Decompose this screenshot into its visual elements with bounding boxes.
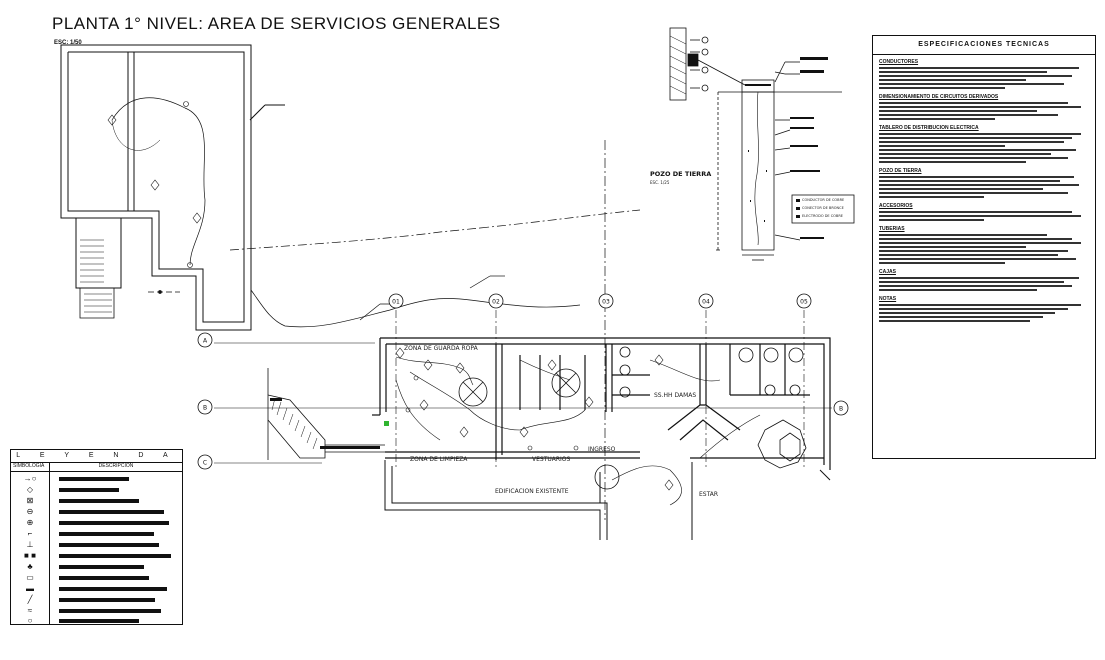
axis-bubble-a (197, 332, 213, 348)
legend-symbol-icon: ≈ (27, 606, 33, 615)
spec-heading: DIMENSIONAMIENTO DE CIRCUITOS DERIVADOS (879, 94, 999, 100)
legend-symbol-icon: ⊠ (26, 496, 34, 505)
pozo-detail (669, 27, 855, 261)
spec-heading: POZO DE TIERRA (879, 168, 922, 174)
scale-label: ESC: 1/50 (54, 40, 82, 46)
axis-bubble-03 (598, 293, 614, 309)
room-ingreso: INGRESO (588, 446, 616, 453)
legend-header: SIMBOLOGIA DESCRIPCION (11, 462, 182, 472)
pozo-title: POZO DE TIERRA (650, 170, 711, 178)
lower-plan-walls (372, 337, 831, 470)
spec-section-accesorios: ACCESORIOS (879, 203, 1089, 221)
legend-row: ♣ (11, 562, 182, 572)
stair-lower (267, 368, 385, 460)
specs-title: ESPECIFICACIONES TECNICAS (873, 36, 1095, 55)
pozo-legend-2: CONECTOR DE BRONCE (802, 206, 844, 210)
spec-heading: NOTAS (879, 296, 897, 302)
axis-label-a: A (203, 338, 208, 345)
axis-label-01: 01 (392, 299, 400, 306)
spec-heading: CAJAS (879, 269, 896, 275)
axis-label-03: 03 (602, 299, 610, 306)
legend-symbol-icon: ⊖ (26, 507, 34, 516)
legend-row: ▭ (11, 573, 182, 583)
legend-row: ╱ (11, 595, 182, 605)
legend-title: L E Y E N D A (11, 450, 182, 463)
spec-section-tuberias: TUBERIAS (879, 226, 1089, 264)
grid-axes (214, 310, 832, 470)
room-edificacion-existente: EDIFICACION EXISTENTE (495, 488, 569, 495)
axis-bubble-b-right (833, 400, 849, 416)
upper-building (60, 44, 285, 331)
legend-col-symbol: SIMBOLOGIA (13, 463, 45, 469)
room-zona-limpieza: ZONA DE LIMPIEZA (410, 456, 468, 463)
axis-label-02: 02 (492, 299, 500, 306)
legend-row: ⊖ (11, 507, 182, 517)
axis-label-c: C (203, 460, 207, 467)
legend-symbol-icon: ⌐ (27, 529, 33, 538)
spec-heading: CONDUCTORES (879, 59, 919, 65)
legend-symbol-icon: ╱ (27, 595, 33, 604)
legend-symbol-icon: ▬ (26, 584, 34, 593)
pozo-legend-3: ELECTRODO DE COBRE (802, 214, 843, 218)
spec-section-notas: NOTAS (879, 296, 1089, 322)
specs-body: CONDUCTORES DIMENSIONAMIENTO DE CIRCUITO… (879, 58, 1089, 454)
room-ss-hh-damas: SS.HH DAMAS (654, 392, 696, 399)
spec-heading: ACCESORIOS (879, 203, 913, 209)
room-zona-guardarropa: ZONA DE GUARDA ROPA (404, 345, 479, 352)
legend-row: ≈ (11, 606, 182, 616)
axis-bubble-c (197, 454, 213, 470)
spec-heading: TABLERO DE DISTRIBUCION ELECTRICA (879, 125, 979, 131)
page-title: PLANTA 1° NIVEL: AREA DE SERVICIOS GENER… (52, 14, 501, 33)
axis-bubble-b (197, 399, 213, 415)
pozo-legend-1: CONDUCTOR DE COBRE (802, 198, 844, 202)
axis-label-b-right: B (839, 406, 843, 413)
green-marker (384, 421, 389, 426)
legend-col-description: DESCRIPCION (98, 463, 134, 469)
room-estar: ESTAR (699, 491, 718, 498)
spec-section-pozo: POZO DE TIERRA (879, 168, 1089, 198)
legend-row: ▬ (11, 584, 182, 594)
pozo-texture (745, 57, 828, 239)
stair-hatch-lower (270, 398, 380, 449)
legend-symbol-icon: ▭ (26, 573, 34, 582)
legend-row: ■ ■ (11, 551, 182, 561)
legend-symbol-icon: ◇ (26, 485, 34, 494)
legend-symbol-icon: ■ ■ (24, 551, 36, 560)
room-vestuarios: VESTUARIOS (532, 456, 571, 463)
spec-heading: TUBERIAS (879, 226, 905, 232)
axis-bubble-05 (796, 293, 812, 309)
legend-symbol-icon: ⊥ (26, 540, 34, 549)
axis-bubble-01 (388, 293, 404, 309)
legend-row: →○ (11, 474, 182, 484)
legend-box: L E Y E N D A SIMBOLOGIA DESCRIPCION →○ … (10, 449, 183, 625)
axis-label-b: B (203, 405, 207, 412)
spec-section-conductores: CONDUCTORES (879, 59, 1089, 89)
spec-section-circuitos: DIMENSIONAMIENTO DE CIRCUITOS DERIVADOS (879, 94, 1089, 120)
site-lines (148, 140, 641, 520)
axis-bubbles (197, 293, 849, 470)
legend-row: ⊕ (11, 518, 182, 528)
specs-panel: ESPECIFICACIONES TECNICAS CONDUCTORES DI… (872, 35, 1096, 459)
legend-row: ⊠ (11, 496, 182, 506)
axis-label-04: 04 (702, 299, 710, 306)
legend-divider (49, 462, 50, 625)
legend-row: ⌐ (11, 529, 182, 539)
legend-symbol-icon: ♣ (27, 562, 33, 571)
legend-row: ◇ (11, 485, 182, 495)
axis-label-05: 05 (800, 299, 808, 306)
legend-symbol-icon: →○ (23, 474, 37, 483)
axis-bubble-02 (488, 293, 504, 309)
legend-symbol-icon: ⊕ (26, 518, 34, 527)
plan-wiring (395, 347, 761, 506)
legend-symbol-icon: ○ (27, 616, 33, 625)
spec-section-tablero: TABLERO DE DISTRIBUCION ELECTRICA (879, 125, 1089, 163)
fixtures (458, 346, 807, 490)
legend-row: ○ (11, 616, 182, 626)
axis-bubble-04 (698, 293, 714, 309)
existing-building (384, 460, 831, 540)
spec-section-cajas: CAJAS (879, 269, 1089, 291)
pozo-scale: ESC. 1/25 (650, 180, 670, 185)
legend-row: ⊥ (11, 540, 182, 550)
